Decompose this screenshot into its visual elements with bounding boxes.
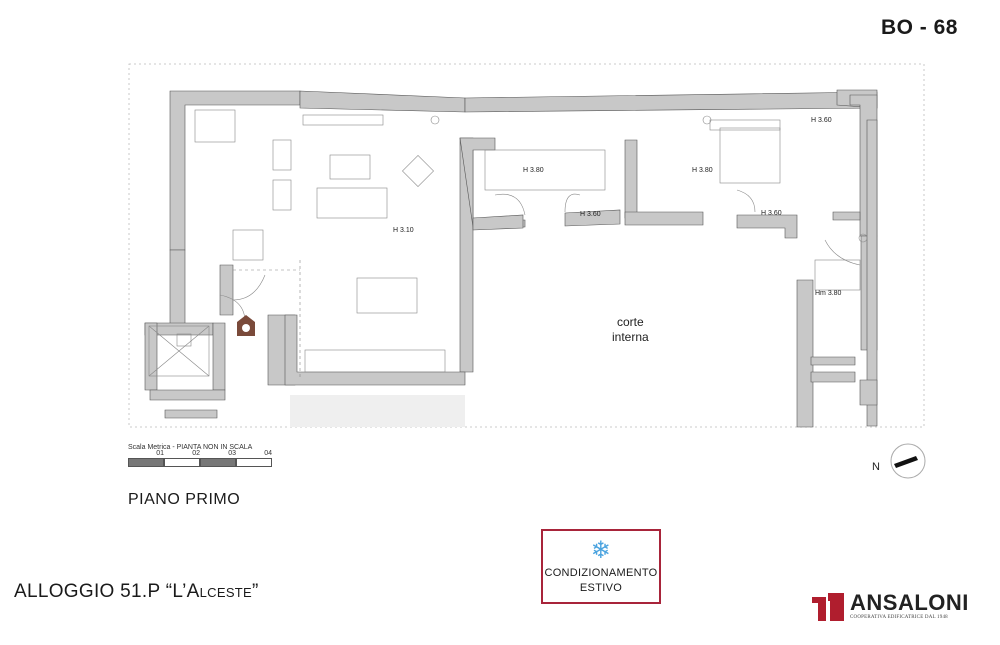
scale-tick: 03 (228, 450, 236, 457)
scale-segment (200, 458, 236, 467)
scale-segments (128, 458, 272, 467)
scale-segment (128, 458, 164, 467)
height-label-room-b: H 3.80 (692, 167, 713, 174)
stair-marker-icon (237, 315, 255, 336)
scale-ticks: 01 02 03 04 (128, 450, 272, 457)
height-label-room-a: H 3.80 (523, 167, 544, 174)
company-logo: ANSALONI COOPERATIVA EDIFICATRICE DAL 19… (812, 589, 968, 625)
height-label-living: H 3.10 (393, 227, 414, 234)
north-arrow-icon: N (872, 443, 926, 479)
scale-title: Scala Metrica - PIANTA NON IN SCALA (128, 444, 253, 451)
unit-prefix: ALLOGGIO 51.P (14, 581, 166, 602)
snowflake-icon: ❄ (590, 537, 612, 564)
height-label-corridor-b: H 3.60 (761, 210, 782, 217)
scale-segment (236, 458, 272, 467)
logo-name: ANSALONI (850, 590, 969, 615)
cooling-badge: ❄ CONDIZIONAMENTO ESTIVO (541, 529, 661, 604)
scale-bar: Scala Metrica - PIANTA NON IN SCALA 01 0… (128, 444, 272, 467)
logo-mark-icon (812, 593, 844, 621)
scale-tick: 01 (156, 450, 164, 457)
height-label-corridor-a: H 3.60 (580, 211, 601, 218)
unit-title: ALLOGGIO 51.P “L’Alceste” (14, 581, 259, 603)
floor-plan: H 3.10 H 3.80 H 3.80 H 3.60 H 3.60 H 3.6… (128, 63, 925, 428)
compass-label: N (872, 461, 880, 473)
unit-name: “L’Alceste” (165, 581, 259, 602)
courtyard-label-line1: corte (617, 315, 644, 329)
height-label-bedroom-corner: H 3.60 (811, 117, 832, 124)
scale-tick: 02 (192, 450, 200, 457)
floor-label: PIANO PRIMO (128, 491, 241, 508)
courtyard-label-line2: interna (612, 330, 649, 344)
badge-line1: CONDIZIONAMENTO (544, 567, 658, 579)
badge-line2: ESTIVO (579, 582, 623, 594)
document-code: BO - 68 (880, 16, 958, 39)
height-label-bath: Hm 3.80 (815, 290, 842, 297)
walls (144, 89, 878, 428)
plan-boundary (128, 63, 925, 428)
logo-subtitle: COOPERATIVA EDIFICATRICE DAL 1948 (850, 615, 948, 620)
furniture (148, 109, 868, 380)
scale-tick: 04 (264, 450, 272, 457)
scale-segment (164, 458, 200, 467)
